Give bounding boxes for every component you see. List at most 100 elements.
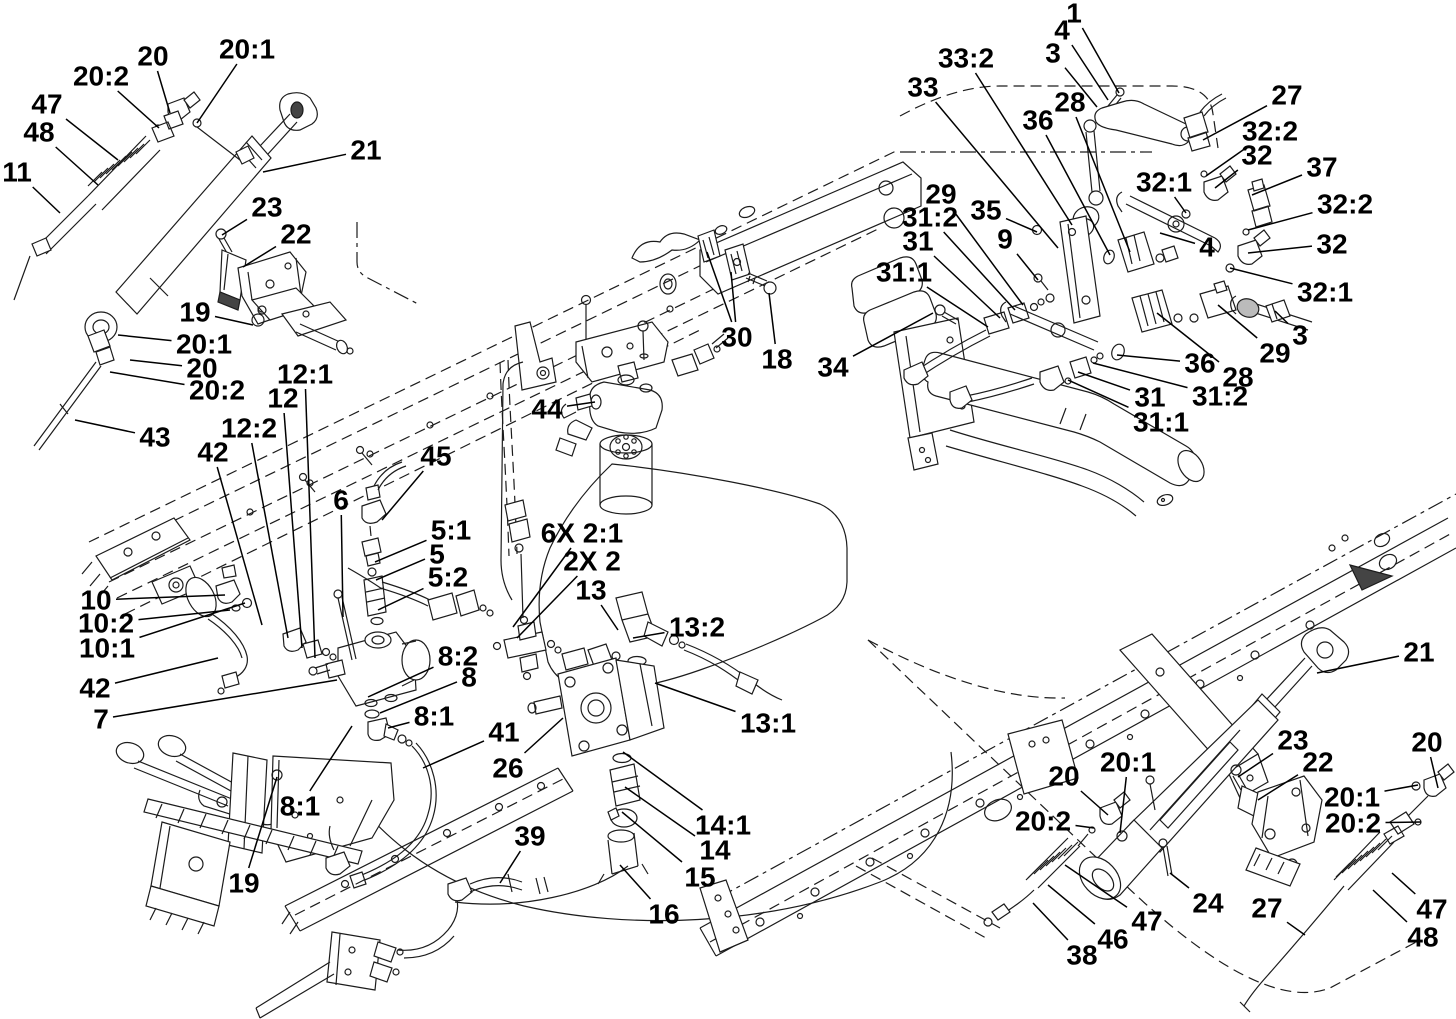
leader-line [632, 631, 665, 639]
leader-line [1286, 921, 1306, 936]
leader-line [379, 681, 458, 714]
callout-label: 16 [648, 899, 679, 930]
leader-line [216, 466, 263, 626]
leader-line [933, 255, 1001, 319]
leader-line [499, 850, 522, 884]
leader-line [730, 271, 737, 323]
callout-label: 26 [492, 753, 523, 784]
leader-line [1257, 774, 1299, 801]
callout-label: 6X 2:1 [541, 518, 624, 549]
leader-line [926, 286, 989, 328]
leader-line [523, 717, 564, 754]
leader-line [1229, 267, 1293, 285]
frame-rail-bottom-right [699, 493, 1456, 994]
leader-line [1247, 245, 1313, 254]
callout-label: 13 [575, 575, 606, 606]
leader-line [1429, 756, 1439, 789]
callout-label: 19 [228, 868, 259, 899]
leader-line [1077, 371, 1131, 391]
leader-line [221, 218, 248, 236]
callout-label: 47 [1416, 894, 1447, 925]
leader-line [109, 371, 185, 386]
leader-line [377, 587, 424, 611]
callout-label: 31:2 [902, 202, 958, 233]
callout-label: 8:1 [280, 791, 320, 822]
leader-line [1202, 105, 1268, 141]
leader-line [117, 90, 160, 129]
control-levers-bottom-left [115, 734, 395, 935]
callout-label: 20 [1048, 761, 1079, 792]
callout-label: 20:1 [176, 329, 232, 360]
leader-line [1385, 821, 1422, 824]
leader-line [1274, 310, 1289, 325]
callout-label: 48 [1407, 922, 1438, 953]
callout-label: 29 [925, 179, 956, 210]
callout-label: 36 [1022, 105, 1053, 136]
leader-line [247, 776, 278, 869]
leader-line [1119, 776, 1128, 834]
callout-label: 42 [79, 673, 110, 704]
pump-26 [527, 591, 783, 885]
leader-line [283, 412, 303, 649]
callout-label: 15 [684, 862, 715, 893]
leader-line [852, 312, 934, 357]
callout-label: 8:1 [414, 701, 454, 732]
leader-line [139, 602, 246, 639]
leader-line [1081, 27, 1120, 94]
callout-label: 8:2 [438, 641, 478, 672]
callout-label: 29 [1259, 338, 1290, 369]
callout-label: 10:2 [78, 608, 134, 639]
callout-label: 24 [1192, 888, 1224, 919]
callout-label: 5 [429, 539, 445, 570]
callout-label: 13:1 [740, 708, 796, 739]
callout-label: 3 [1292, 320, 1308, 351]
leader-line [974, 72, 1073, 226]
callout-label: 4 [1199, 232, 1215, 263]
frame-rail-upper [81, 149, 922, 615]
leader-line [262, 153, 347, 173]
callout-label: 13:2 [669, 612, 725, 643]
leader-line [74, 419, 136, 434]
callout-label: 20 [1411, 727, 1442, 758]
callout-label: 20:2 [189, 375, 245, 406]
callout-label: 32:1 [1297, 277, 1353, 308]
callout-label: 32 [1241, 140, 1272, 171]
callout-label: 12:1 [277, 359, 333, 390]
leader-line [706, 251, 733, 323]
cable-spring-bottom-left-group [983, 791, 1131, 927]
leader-line [1075, 824, 1095, 829]
callout-label: 20:1 [1100, 747, 1156, 778]
callout-label: 47 [1131, 906, 1162, 937]
callout-label: 32:2 [1242, 116, 1298, 147]
leader-line [304, 388, 316, 659]
leader-line [654, 682, 736, 713]
leader-line [600, 604, 619, 631]
leader-line [367, 666, 434, 698]
cable-spring-top-left [13, 91, 241, 301]
callout-label: 48 [23, 117, 54, 148]
leader-line [1384, 784, 1419, 792]
leader-line [1116, 354, 1181, 362]
callout-label: 3 [1045, 38, 1061, 69]
leader-line [374, 539, 427, 563]
callout-label: 14 [699, 835, 731, 866]
callout-label: 44 [531, 394, 563, 425]
leader-line [1005, 217, 1038, 233]
leader-line [32, 186, 61, 214]
leader-line [387, 721, 410, 729]
bracket-22-23-bottom-right [1145, 764, 1323, 887]
leader-line [1016, 253, 1039, 281]
callout-label: 37 [1306, 152, 1337, 183]
hoses-2-dashed [499, 359, 531, 619]
leader-line [1237, 752, 1274, 778]
leader-line [1156, 312, 1220, 363]
callout-label: 27 [1251, 893, 1282, 924]
callout-label: 22 [1302, 747, 1333, 778]
leader-line [55, 146, 99, 186]
leader-line [242, 245, 277, 268]
callout-label: 31:1 [876, 257, 932, 288]
callout-label: 33 [907, 72, 938, 103]
leader-line [1214, 169, 1239, 189]
leader-line [114, 657, 219, 684]
leader-line [951, 208, 1024, 306]
